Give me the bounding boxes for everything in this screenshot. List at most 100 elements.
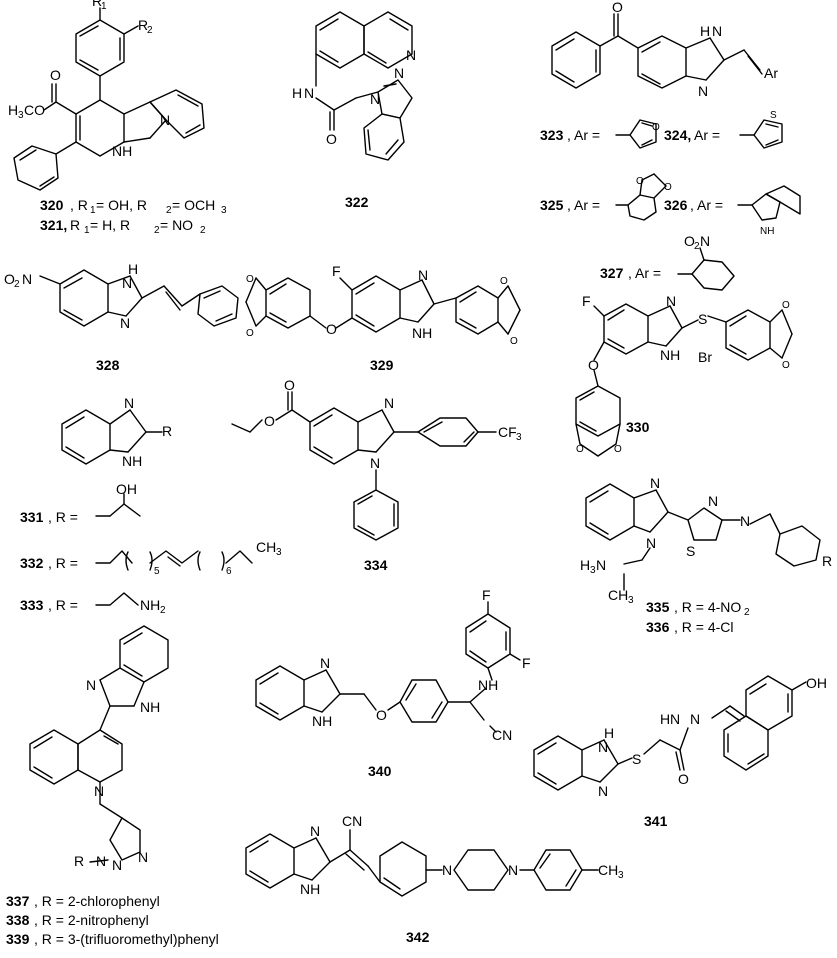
caption-subscript: 2 — [744, 607, 750, 618]
atom-label: N — [740, 513, 750, 529]
compound-caption: = NO — [160, 217, 193, 233]
compound-number: 326 — [664, 197, 688, 213]
compound-number: 325 — [540, 197, 564, 213]
structure-322: N H N O N N 322 — [292, 11, 416, 210]
atom-label: O — [612, 0, 623, 15]
atom-label: N — [708, 493, 718, 509]
atom-label: H — [128, 261, 138, 277]
atom-subscript: 3 — [516, 432, 522, 443]
atom-subscript: 2 — [147, 25, 153, 36]
atom-label: N — [86, 677, 96, 693]
atom-label: N — [138, 849, 148, 865]
atom-subscript: 1 — [101, 1, 107, 12]
atom-label: NH — [112, 143, 132, 159]
compound-caption: , Ar = — [567, 127, 600, 143]
compound-number: 327 — [600, 265, 624, 281]
atom-label: R — [162, 423, 172, 439]
atom-label: N — [124, 395, 134, 411]
atom-label: OH — [806, 675, 827, 691]
atom-subscript: 5 — [154, 566, 160, 577]
atom-label: N — [160, 112, 170, 128]
atom-subscript: 3 — [18, 110, 24, 121]
atom-label: NH — [300, 881, 320, 897]
compound-caption: , Ar = — [628, 265, 661, 281]
compound-caption: R — [70, 217, 80, 233]
atom-subscript: 3 — [618, 870, 624, 881]
atom-label: NH — [140, 699, 160, 715]
atom-label: N — [508, 862, 518, 878]
structure-334: O O N N CF 3 334 — [231, 377, 522, 573]
atom-label: O — [500, 276, 508, 287]
atom-label: N — [370, 455, 380, 471]
atom-label: N — [310, 823, 320, 839]
caption-subscript: 1 — [84, 225, 90, 236]
atom-label: O — [614, 444, 622, 455]
compound-caption: , Ar = — [690, 197, 723, 213]
structure-341: H N N S O H N N OH 341 — [533, 675, 827, 829]
atom-label: N — [122, 275, 132, 291]
compound-number: 329 — [370, 357, 394, 373]
atom-label: NH — [478, 677, 498, 693]
atom-label: R — [822, 553, 832, 569]
atom-label: O — [782, 360, 790, 371]
compound-number: 320 — [40, 197, 64, 213]
atom-label: O — [50, 67, 61, 83]
atom-label: O — [376, 707, 387, 723]
atom-label: N — [96, 853, 106, 869]
atom-label: N — [442, 862, 452, 878]
atom-label: F — [582, 293, 591, 309]
atom-label: CH — [608, 587, 628, 603]
atom-label: S — [698, 311, 707, 327]
atom-label: N — [598, 739, 608, 755]
compound-number: 333 — [20, 597, 44, 613]
atom-label: H — [660, 711, 670, 727]
compound-number: 342 — [406, 929, 430, 945]
atom-label: N — [418, 267, 428, 283]
structure-331-333: N NH R 331 , R = OH 332 , R = 5 6 CH 3 3… — [20, 395, 282, 616]
atom-label: CH — [598, 862, 618, 878]
compound-caption: = H, R — [90, 217, 130, 233]
atom-label: H — [292, 85, 302, 101]
atom-subscript: 6 — [226, 566, 232, 577]
caption-subscript: 2 — [200, 225, 206, 236]
atom-label: H — [700, 23, 710, 39]
atom-label: N — [112, 857, 122, 873]
atom-subscript: 2 — [160, 605, 166, 616]
atom-subscript: 3 — [628, 595, 634, 606]
compound-caption: , R = 4-Cl — [674, 619, 734, 635]
atom-subscript: 3 — [276, 547, 282, 558]
atom-label: N — [320, 655, 330, 671]
compound-caption: = OH, R — [96, 197, 147, 213]
compound-caption: , R = — [48, 597, 78, 613]
atom-label: O — [326, 321, 337, 337]
atom-label: O — [782, 300, 790, 311]
structure-330: F N S NH Br O O O O O 330 — [575, 293, 793, 457]
compound-number: 338 — [6, 912, 30, 928]
atom-label: N — [22, 271, 32, 287]
atom-label: O — [576, 444, 584, 455]
atom-label: CH — [256, 539, 276, 555]
structure-335-336: N N N S N R H 3 N CH 3 335 , R = 4-NO 2 … — [580, 475, 832, 635]
structure-320: R 1 R 2 O H 3 CO N NH 320 , R 1 = OH, R … — [8, 0, 227, 236]
compound-number: 339 — [6, 931, 30, 947]
atom-label: N — [650, 475, 660, 491]
atom-label: N — [700, 233, 710, 249]
atom-label: R — [138, 17, 148, 33]
atom-subscript: 2 — [14, 279, 20, 290]
caption-subscript: 2 — [154, 225, 160, 236]
compound-caption: , R = 2-chlorophenyl — [34, 893, 160, 909]
atom-label: O — [684, 233, 695, 249]
atom-label: O — [510, 336, 518, 347]
compound-number: 328 — [96, 357, 120, 373]
atom-label: O — [326, 131, 337, 147]
atom-label: O — [246, 274, 254, 285]
atom-subscript: 2 — [694, 241, 700, 252]
atom-label: O — [4, 271, 15, 287]
atom-label: N — [698, 83, 708, 99]
compound-caption: , Ar = — [567, 197, 600, 213]
compound-number: 331 — [20, 509, 44, 525]
atom-label: N — [670, 711, 680, 727]
atom-label: N — [666, 293, 676, 309]
compound-caption: , R = 4-NO — [674, 599, 741, 615]
atom-subscript: 3 — [590, 565, 596, 576]
